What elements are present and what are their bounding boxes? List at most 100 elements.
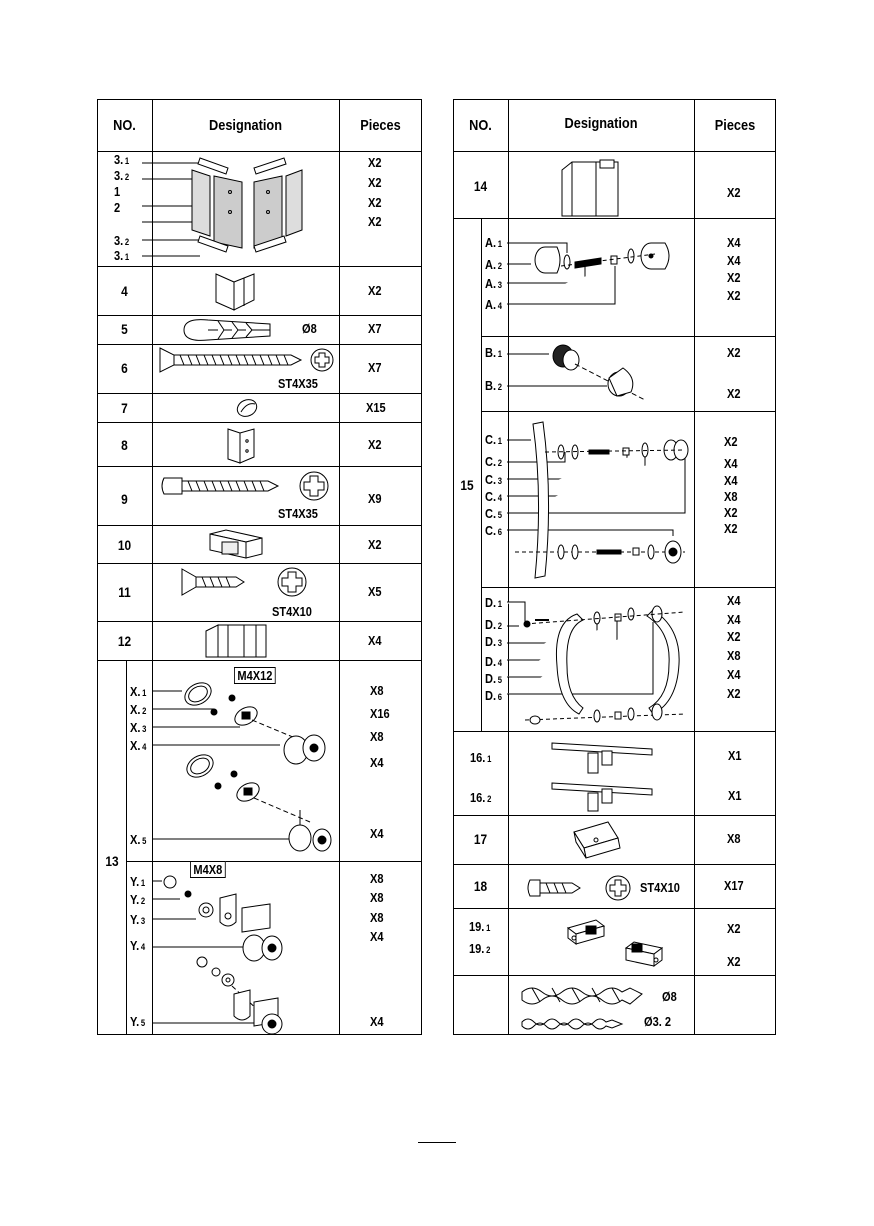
wall-plug-drawing xyxy=(183,319,271,341)
qty: X8 xyxy=(727,831,741,846)
bracket-drawing xyxy=(227,428,255,464)
qty: X8 xyxy=(370,910,384,925)
qty: X2 xyxy=(727,288,741,303)
right-row-line xyxy=(453,218,776,219)
left-row-line xyxy=(126,861,422,862)
qty: X4 xyxy=(727,593,741,608)
qty: X8 xyxy=(370,683,384,698)
left-row-line xyxy=(97,344,422,345)
qty: X4 xyxy=(727,235,741,250)
part-number: 6 xyxy=(121,360,128,376)
part-label: D.6 xyxy=(485,688,503,703)
qty: X2 xyxy=(368,283,382,298)
roller-assembly-drawing xyxy=(152,682,332,852)
pan-head-screw-drawing xyxy=(161,471,329,501)
part-number: 14 xyxy=(473,178,488,194)
part-label: D.2 xyxy=(485,617,503,632)
qty: X4 xyxy=(724,456,738,471)
qty: X17 xyxy=(724,878,744,893)
qty: X2 xyxy=(727,921,741,936)
qty: X5 xyxy=(368,584,382,599)
qty: X8 xyxy=(370,729,384,744)
right-row-line xyxy=(453,815,776,816)
part-label: 3.2 xyxy=(114,233,130,248)
left-row-line xyxy=(97,151,422,152)
qty: X8 xyxy=(727,648,741,663)
part-number: 9 xyxy=(121,491,128,507)
part-label: X.3 xyxy=(130,720,147,735)
qty: X2 xyxy=(368,175,382,190)
profile-strip-drawing xyxy=(205,624,267,658)
part-label: 19.2 xyxy=(469,941,491,956)
qty: X7 xyxy=(368,360,382,375)
part-label: D.5 xyxy=(485,671,503,686)
part-label: D.4 xyxy=(485,654,503,669)
qty: X2 xyxy=(724,434,738,449)
qty: X2 xyxy=(727,629,741,644)
qty: X4 xyxy=(370,929,384,944)
guide-drawing xyxy=(551,742,653,812)
lower-roller-drawing xyxy=(152,875,283,1035)
left-row-line xyxy=(97,525,422,526)
qty: X4 xyxy=(368,633,382,648)
part-label: 16.2 xyxy=(470,790,492,805)
part-label: 16.1 xyxy=(470,750,492,765)
size-spec: ST4X10 xyxy=(272,604,312,619)
qty: X2 xyxy=(727,185,741,200)
qty: X1 xyxy=(728,788,742,803)
part-label: C.5 xyxy=(485,506,503,521)
qty: X4 xyxy=(727,612,741,627)
part-label: 19.1 xyxy=(469,919,491,934)
part-label: X.4 xyxy=(130,738,147,753)
short-screw-drawing xyxy=(181,567,307,597)
part-number: 13 xyxy=(105,853,119,869)
part-label: A.2 xyxy=(485,257,503,272)
part-label: 3.1 xyxy=(114,248,130,263)
qty: X4 xyxy=(727,667,741,682)
part-number: 15 xyxy=(460,477,474,493)
left-col-divider xyxy=(152,99,153,1035)
header-pieces: Pieces xyxy=(360,117,401,134)
left-row-line xyxy=(97,621,422,622)
right-col-divider xyxy=(508,99,509,1035)
cap-drawing xyxy=(236,399,258,417)
part-number: 8 xyxy=(121,437,128,453)
part-label: C.2 xyxy=(485,454,503,469)
qty: X1 xyxy=(728,748,742,763)
d-handle-drawing xyxy=(507,601,686,725)
qty: X2 xyxy=(368,537,382,552)
part-label: C.4 xyxy=(485,489,503,504)
part-number: 18 xyxy=(473,878,488,894)
qty: X2 xyxy=(727,954,741,969)
part-label: C.3 xyxy=(485,472,503,487)
left-row-line xyxy=(97,422,422,423)
left-row-line xyxy=(97,466,422,467)
qty: X8 xyxy=(724,489,738,504)
drill-bit-drawing xyxy=(521,987,643,1030)
qty: X2 xyxy=(727,686,741,701)
size-spec: M4X8 xyxy=(190,861,226,878)
right-row-line xyxy=(481,411,776,412)
right-col-divider xyxy=(694,99,695,1035)
qty: X9 xyxy=(368,491,382,506)
left-subcol-divider xyxy=(126,660,127,1035)
size-spec: Ø8 xyxy=(662,989,677,1004)
qty: X2 xyxy=(724,505,738,520)
qty: X2 xyxy=(724,521,738,536)
qty: X4 xyxy=(727,253,741,268)
size-spec: ST4X10 xyxy=(640,880,680,895)
left-row-line xyxy=(97,563,422,564)
qty: X4 xyxy=(370,1014,384,1029)
part-label: X.2 xyxy=(130,702,147,717)
header-no: NO. xyxy=(469,117,492,134)
part-label: X.5 xyxy=(130,832,147,847)
size-spec: Ø3. 2 xyxy=(644,1014,672,1029)
size-spec: ST4X35 xyxy=(278,506,318,521)
part-label: D.3 xyxy=(485,634,503,649)
qty: X2 xyxy=(727,345,741,360)
header-designation: Designation xyxy=(209,117,282,134)
right-row-line xyxy=(453,908,776,909)
part-label: A.4 xyxy=(485,297,503,312)
left-parts-table xyxy=(97,99,422,1035)
part-number: 5 xyxy=(121,321,128,337)
